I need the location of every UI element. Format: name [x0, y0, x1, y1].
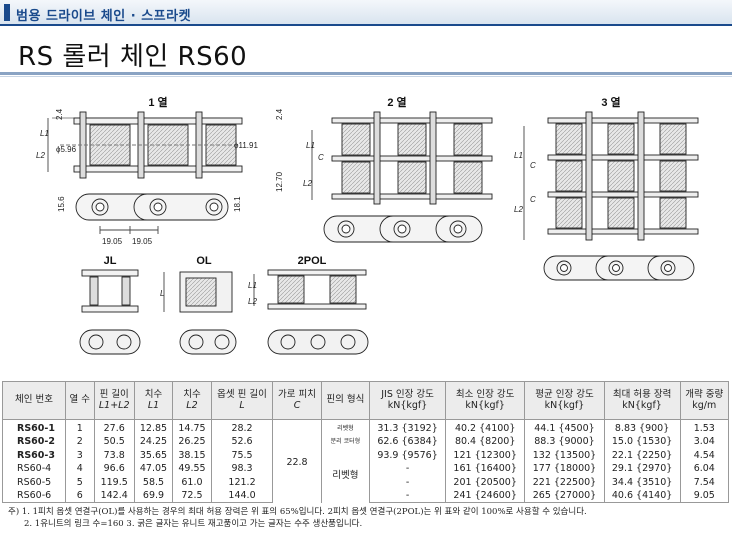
- dim-2.4-b: 2.4: [275, 108, 284, 120]
- title-underline-thin: [0, 76, 732, 77]
- dim-pitch-1: 19.05: [102, 237, 123, 246]
- footnotes: 주) 1. 1피치 옵셋 연결구(OL)를 사용하는 경우의 최대 허용 장력은…: [8, 506, 587, 530]
- table-row: RS60-6 6 142.4 69.9 72.5 144.0 - 241 {24…: [2, 489, 730, 503]
- col-strands: 열 수: [64, 381, 95, 420]
- strand-label-3: 3 열: [601, 96, 620, 109]
- dim-L1-2: L1: [306, 141, 315, 150]
- strand-label-2: 2 열: [387, 96, 406, 109]
- dim-C-2: C: [318, 153, 324, 162]
- dim-L1-2pol: L1: [248, 281, 257, 290]
- strand-label-1: 1 열: [148, 96, 167, 109]
- strand2-side-view: [323, 215, 483, 243]
- dim-C-3b: C: [530, 195, 536, 204]
- dim-pin-diameter: ϕ5.96: [56, 145, 77, 154]
- jl-link: [79, 269, 141, 355]
- link-label-jl: JL: [104, 255, 117, 267]
- dim-plate-height-2: 18.1: [233, 196, 242, 212]
- strand2-top-view: [311, 111, 493, 205]
- dim-L-ol: L: [160, 289, 164, 298]
- dim-2.4-a: 2.4: [55, 108, 64, 120]
- pin-type-small-1: 리벳형: [320, 419, 371, 435]
- link-label-2pol: 2POL: [298, 255, 327, 267]
- dim-L2-2: L2: [303, 179, 312, 188]
- col-name: 체인 번호: [2, 381, 66, 420]
- pin-type-small-2: 분리 코터형: [320, 435, 371, 449]
- category-marker: [4, 4, 10, 21]
- strand1-side-view: [75, 193, 229, 234]
- strand3-top-view: [523, 111, 699, 241]
- category-label: 범용 드라이브 체인 · 스프라켓: [16, 9, 192, 24]
- dim-L2-2pol: L2: [248, 297, 257, 306]
- link-label-ol: OL: [196, 255, 212, 267]
- page-title: RS 롤러 체인 RS60: [18, 42, 248, 72]
- pin-type-main: 리벳형: [320, 448, 371, 503]
- category-bar: 범용 드라이브 체인 · 스프라켓: [0, 0, 732, 26]
- col-pin-type: 핀의 형식: [320, 381, 371, 420]
- dim-L1: L1: [40, 129, 49, 138]
- dim-L2-3: L2: [514, 205, 523, 214]
- dim-width: 12.70: [275, 171, 284, 192]
- strand1-top-view: [47, 111, 243, 179]
- dim-pitch-2: 19.05: [132, 237, 153, 246]
- footnote-line-2: 2. 1유니트의 링크 수=160 3. 굵은 글자는 유니트 재고품이고 가는…: [24, 519, 363, 529]
- dim-L2: L2: [36, 151, 45, 160]
- footnote-line-1: 주) 1. 1피치 옵셋 연결구(OL)를 사용하는 경우의 최대 허용 장력은…: [8, 507, 587, 517]
- table-row: RS60-1 1 27.6 12.85 14.75 28.2 22.8 리벳형 …: [2, 419, 730, 503]
- strand3-side-view: [543, 255, 695, 281]
- table-row: RS60-5 5 119.5 58.5 61.0 121.2 - 201 {20…: [2, 475, 730, 489]
- chain-drawing: 1 열 2 열 3 열 2.4 L1 L2 ϕ5.96 ϕ11.91 2.4 1…: [36, 96, 699, 355]
- 2pol-link: [253, 269, 369, 355]
- table-row: RS60-4 4 96.6 47.05 49.55 98.3 - 161 {16…: [2, 462, 730, 476]
- dim-roller-diameter: ϕ11.91: [234, 141, 258, 150]
- table-row: RS60-3 3 73.8 35.65 38.15 75.5 리벳형 93.9 …: [2, 448, 730, 503]
- table-row: RS60-2 2 50.5 24.25 26.25 52.6 분리 코터형 62…: [2, 435, 730, 449]
- dim-L1-3: L1: [514, 151, 523, 160]
- title-underline: [0, 72, 732, 75]
- dim-C-3a: C: [530, 161, 536, 170]
- pitch-value: 22.8: [272, 419, 322, 503]
- dim-plate-height: 15.6: [57, 196, 66, 212]
- ol-link: [163, 271, 237, 355]
